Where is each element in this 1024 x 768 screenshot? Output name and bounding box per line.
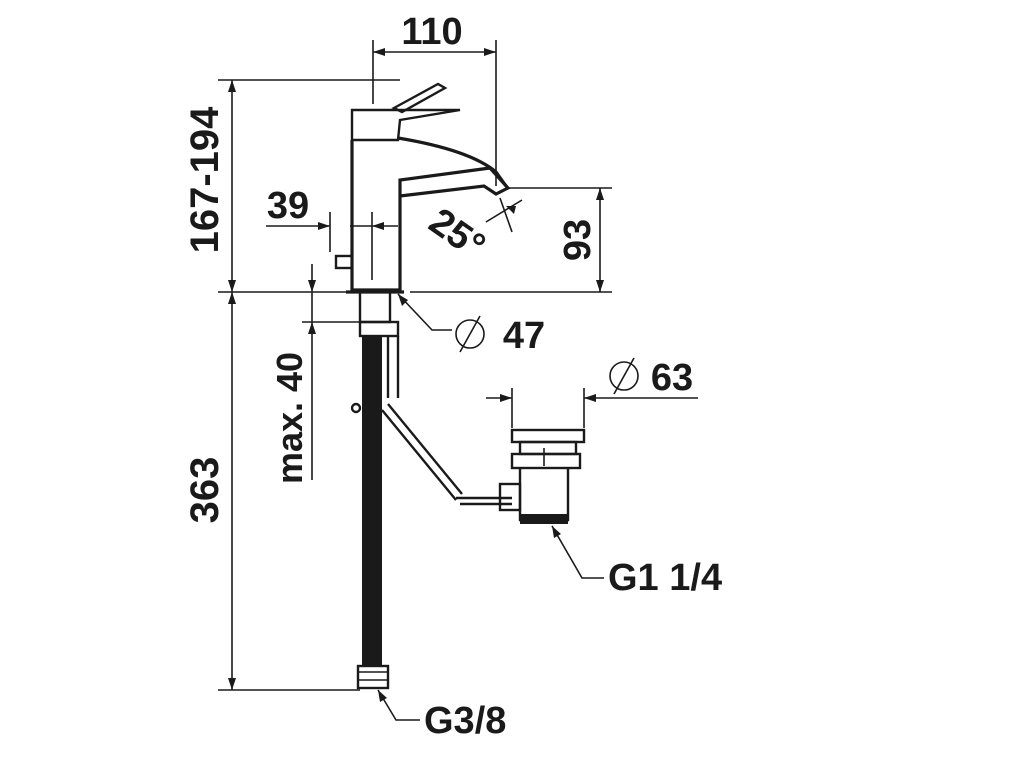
dim-base-diameter-group: 47 — [455, 315, 545, 357]
dim-waste-diameter-group: 63 — [609, 357, 693, 399]
dim-spout-angle: 25° — [421, 200, 492, 267]
dim-body-height: 167-194 — [183, 106, 227, 254]
dim-outlet-height: 93 — [557, 219, 599, 261]
dim-hose-length: 363 — [183, 457, 227, 524]
thread-supply: G3/8 — [424, 700, 506, 742]
waste-valve — [498, 428, 586, 524]
faucet-body — [334, 82, 511, 294]
diameter-symbol-icon — [609, 361, 639, 391]
supply-hose — [356, 290, 400, 690]
dim-deck-thickness: max. 40 — [269, 352, 310, 484]
thread-waste: G1 1/4 — [608, 557, 722, 599]
dim-base-diameter: 47 — [503, 315, 545, 357]
diameter-symbol-icon — [455, 319, 485, 349]
popup-rod — [350, 402, 512, 506]
dim-spout-reach: 110 — [401, 11, 462, 53]
dim-waste-diameter: 63 — [651, 357, 693, 399]
dimension-lines — [218, 40, 698, 721]
dim-outlet-offset: 39 — [267, 185, 309, 227]
